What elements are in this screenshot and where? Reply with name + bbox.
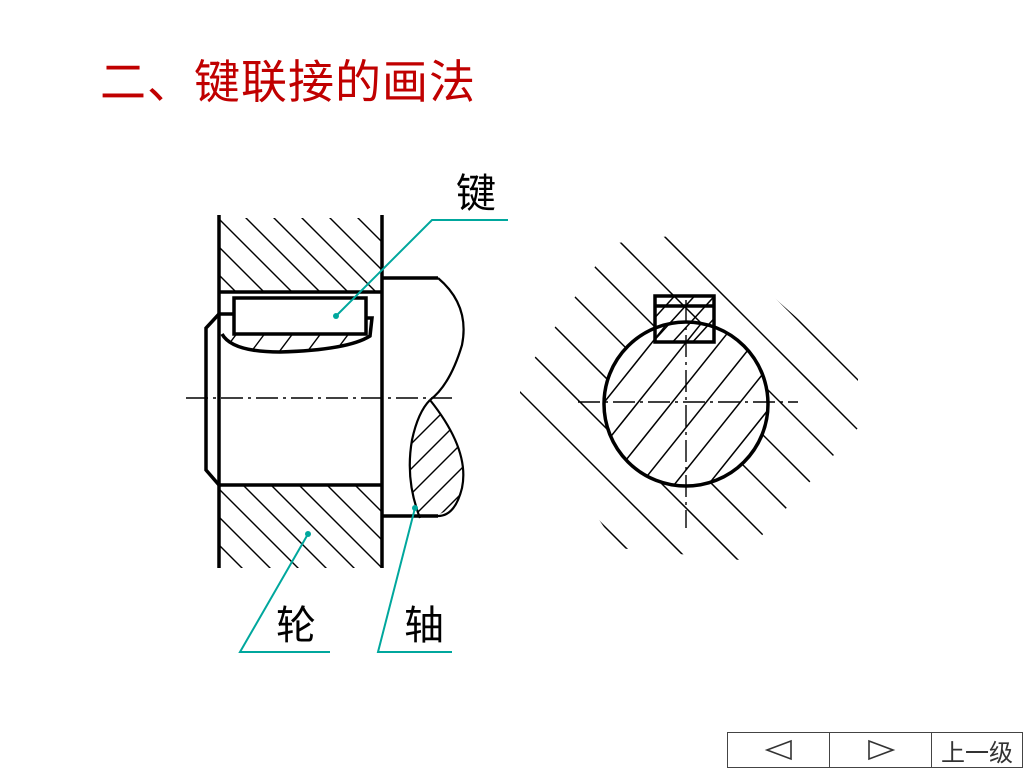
longitudinal-section-view	[186, 215, 465, 568]
key-cross-hatch	[655, 296, 714, 342]
cross-section-view	[520, 232, 858, 560]
hub-lower-hatch	[220, 485, 382, 568]
shaft-leader-dot	[412, 505, 418, 511]
triangle-right-icon	[867, 739, 895, 761]
wheel-leader	[238, 533, 330, 653]
slide-title: 二、键联接的画法	[100, 55, 476, 109]
shaft-break-lines	[408, 277, 465, 519]
slide-navigation: 上一级	[727, 732, 1023, 768]
hub-upper-hatch	[220, 218, 382, 292]
wheel-leader-dot	[305, 531, 311, 537]
triangle-left-icon	[764, 739, 792, 761]
shaft-label: 轴	[404, 603, 444, 649]
key-label: 键	[456, 171, 496, 217]
leader-lines	[238, 219, 508, 653]
previous-slide-button[interactable]	[728, 733, 830, 767]
shaft-leader	[376, 507, 452, 653]
key-leader	[335, 219, 508, 317]
hub-cross-hatch	[520, 232, 858, 560]
key-leader-dot	[333, 313, 339, 319]
up-level-button[interactable]: 上一级	[941, 738, 1013, 767]
wheel-label: 轮	[276, 603, 316, 649]
outlines-left	[204, 215, 438, 568]
centerlines-right	[578, 300, 798, 528]
keyway-hatch	[222, 318, 372, 352]
next-slide-button[interactable]	[830, 733, 932, 767]
